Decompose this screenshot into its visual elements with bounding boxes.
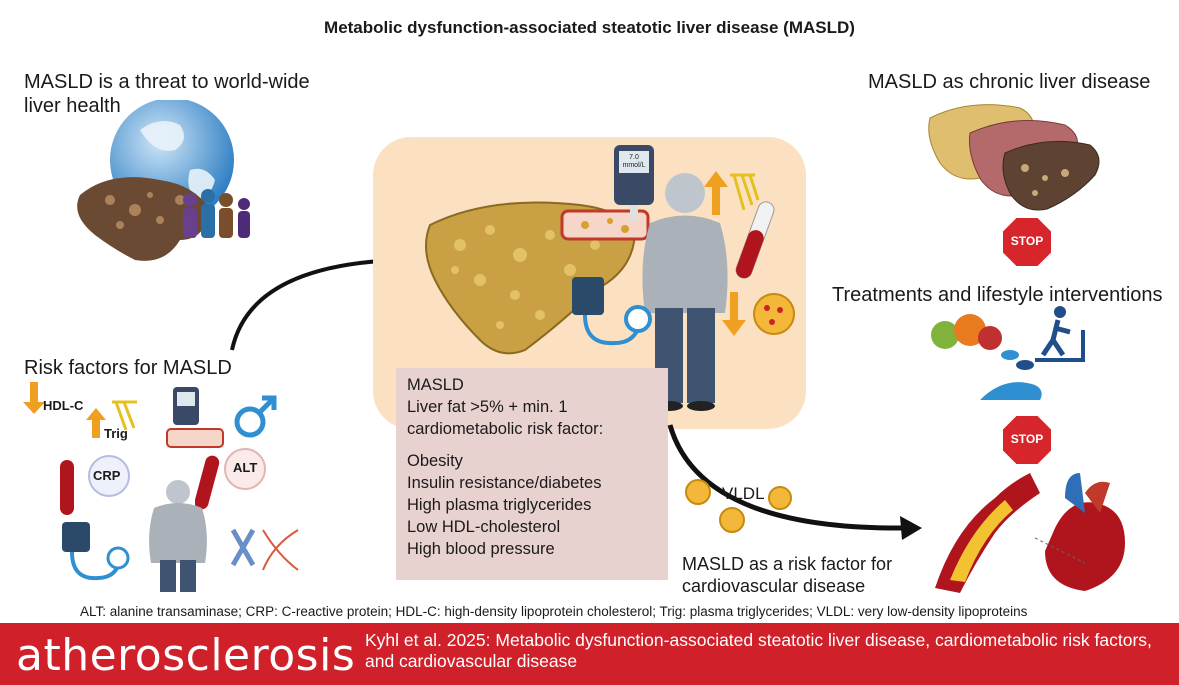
blood-tube-icon (735, 201, 775, 279)
artery-heart-icon (935, 473, 1125, 593)
cv-risk-line2: cardiovascular disease (682, 576, 866, 596)
vldl-particle-icon (685, 479, 792, 533)
blood-vessel-icon (560, 209, 650, 241)
treatments-heading: Treatments and lifestyle interventions (832, 284, 1163, 306)
hdl-label: HDL-C (43, 398, 84, 413)
risk-factors-heading: Risk factors for MASLD (24, 357, 232, 379)
masld-to-cvd-arrow (667, 424, 922, 540)
vldl-label: VLDL (722, 484, 765, 503)
glucometer-readout: 7.0 mmol/L (619, 154, 649, 170)
stop-sign-icon (1001, 216, 1053, 268)
risk-factor-obesity: Obesity (407, 452, 463, 470)
blood-pressure-monitor-icon (572, 277, 652, 346)
masld-definition-box: MASLD Liver fat >5% + min. 1 cardiometab… (396, 368, 668, 580)
stop-label-1: STOP (1010, 234, 1044, 248)
alt-label: ALT (233, 460, 258, 475)
triglyceride-up-icon (704, 171, 760, 215)
stop-sign-icon-2 (1001, 414, 1053, 466)
abbreviations: ALT: alanine transaminase; CRP: C-reacti… (80, 604, 1028, 619)
lifestyle-icons (931, 306, 1085, 400)
vegetables-icon (931, 314, 1002, 350)
risk-factor-triglycerides: High plasma triglycerides (407, 496, 592, 514)
dna-chromosome-icon (230, 528, 299, 571)
journal-name: atherosclerosis (16, 630, 356, 681)
treadmill-runner-icon (1035, 306, 1085, 362)
world-threat-line1: MASLD is a threat to world-wide (24, 71, 310, 93)
risk-factor-hdl: Low HDL-cholesterol (407, 518, 561, 536)
cv-risk-text: MASLD as a risk factor for cardiovascula… (682, 553, 892, 597)
citation: Kyhl et al. 2025: Metabolic dysfunction-… (365, 630, 1152, 671)
person-obese-icon (642, 173, 728, 411)
glucometer-unit: mmol/L (622, 162, 646, 169)
world-threat-heading: MASLD is a threat to world-wide liver he… (24, 70, 310, 118)
male-symbol-icon (234, 395, 277, 438)
bp-monitor-small-icon (62, 522, 130, 581)
liver-progression-icon (928, 104, 1100, 211)
hdl-trig-icon (23, 382, 137, 438)
glucometer-small-icon (166, 387, 224, 448)
hdl-down-icon (722, 292, 795, 336)
people-group-icon (183, 189, 250, 238)
diagram-title: Metabolic dysfunction-associated steatot… (324, 18, 855, 37)
crp-tube-icon (60, 455, 130, 515)
footer-bar (0, 623, 1179, 685)
masld-box-criterion: Liver fat >5% + min. 1 (407, 398, 568, 416)
glucometer-icon (614, 145, 654, 221)
person-small-icon (149, 480, 207, 592)
trig-label: Trig (104, 426, 128, 441)
masld-box-criterion-2: cardiometabolic risk factor: (407, 420, 604, 438)
crp-label: CRP (93, 468, 121, 483)
chronic-liver-heading: MASLD as chronic liver disease (868, 71, 1151, 93)
alt-tube-icon (195, 448, 266, 510)
pills-hand-icon (980, 350, 1042, 400)
globe-illustration (77, 100, 250, 261)
risk-factor-blood-pressure: High blood pressure (407, 540, 555, 558)
stop-label-2: STOP (1010, 432, 1044, 446)
cv-risk-line1: MASLD as a risk factor for (682, 554, 893, 574)
risk-factor-insulin: Insulin resistance/diabetes (407, 474, 602, 492)
world-threat-line2: liver health (24, 95, 121, 117)
masld-box-title: MASLD (407, 376, 464, 394)
glucometer-value: 7.0 (629, 154, 639, 161)
